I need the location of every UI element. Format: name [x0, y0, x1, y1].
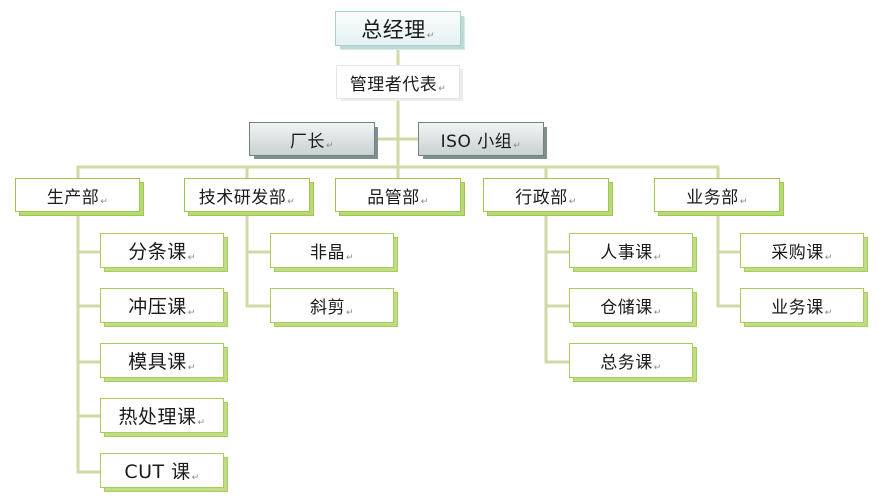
paragraph-mark-icon: ↵ — [191, 473, 200, 483]
unit-heat-treatment: 热处理课↵ — [100, 398, 224, 433]
unit-purchasing: 采购课↵ — [740, 233, 864, 268]
unit-label: 分条课 — [128, 241, 187, 263]
factory-director-label: 厂长 — [289, 131, 325, 152]
paragraph-mark-icon: ↵ — [345, 308, 355, 318]
unit-label: 冲压课 — [128, 296, 187, 318]
dept-label: 业务部 — [686, 187, 739, 208]
paragraph-mark-icon: ↵ — [325, 141, 335, 151]
paragraph-mark-icon: ↵ — [197, 418, 206, 428]
factory-director-node: 厂长↵ — [249, 122, 375, 156]
paragraph-mark-icon: ↵ — [653, 363, 662, 373]
iso-team-label: ISO 小组 — [440, 131, 513, 152]
unit-amorphous: 非晶↵ — [270, 233, 394, 268]
paragraph-mark-icon: ↵ — [653, 308, 662, 318]
unit-hr: 人事课↵ — [569, 233, 693, 268]
dept-label: 行政部 — [515, 187, 568, 208]
unit-label: 采购课 — [771, 243, 824, 263]
paragraph-mark-icon: ↵ — [187, 253, 196, 263]
management-rep-label: 管理者代表 — [349, 74, 438, 95]
paragraph-mark-icon: ↵ — [187, 308, 196, 318]
paragraph-mark-icon: ↵ — [653, 253, 662, 263]
unit-label: 斜剪 — [309, 298, 345, 318]
paragraph-mark-icon: ↵ — [824, 308, 833, 318]
unit-label: CUT 课 — [124, 461, 191, 483]
paragraph-mark-icon: ↵ — [739, 197, 748, 207]
unit-label: 非晶 — [309, 243, 345, 263]
paragraph-mark-icon: ↵ — [513, 141, 522, 151]
dept-admin: 行政部↵ — [483, 178, 609, 212]
general-manager-label: 总经理 — [361, 17, 426, 42]
paragraph-mark-icon: ↵ — [568, 197, 577, 207]
unit-label: 仓储课 — [600, 298, 653, 318]
dept-tech: 技术研发部↵ — [184, 178, 310, 212]
unit-label: 模具课 — [128, 351, 187, 373]
unit-mold: 模具课↵ — [100, 343, 224, 378]
dept-quality: 品管部↵ — [335, 178, 461, 212]
management-rep-node: 管理者代表↵ — [336, 65, 460, 99]
paragraph-mark-icon: ↵ — [438, 84, 447, 94]
unit-stamping: 冲压课↵ — [100, 288, 224, 323]
unit-label: 业务课 — [771, 298, 824, 318]
unit-warehouse: 仓储课↵ — [569, 288, 693, 323]
paragraph-mark-icon: ↵ — [187, 363, 196, 373]
paragraph-mark-icon: ↵ — [100, 197, 109, 207]
paragraph-mark-icon: ↵ — [420, 197, 429, 207]
unit-bevel-cut: 斜剪↵ — [270, 288, 394, 323]
paragraph-mark-icon: ↵ — [287, 197, 296, 207]
dept-production: 生产部↵ — [15, 178, 140, 212]
dept-business: 业务部↵ — [654, 178, 780, 212]
paragraph-mark-icon: ↵ — [824, 253, 833, 263]
unit-sales: 业务课↵ — [740, 288, 864, 323]
general-manager-node: 总经理↵ — [335, 11, 461, 46]
dept-label: 生产部 — [46, 187, 100, 208]
unit-cut: CUT 课↵ — [100, 453, 224, 488]
paragraph-mark-icon: ↵ — [345, 253, 355, 263]
dept-label: 技术研发部 — [198, 187, 287, 208]
dept-label: 品管部 — [367, 187, 420, 208]
paragraph-mark-icon: ↵ — [426, 31, 435, 41]
unit-general-affairs: 总务课↵ — [569, 343, 693, 378]
iso-team-node: ISO 小组↵ — [418, 122, 544, 156]
unit-label: 人事课 — [600, 243, 653, 263]
unit-label: 热处理课 — [118, 406, 197, 428]
unit-label: 总务课 — [600, 353, 653, 373]
unit-slitting: 分条课↵ — [100, 233, 224, 268]
